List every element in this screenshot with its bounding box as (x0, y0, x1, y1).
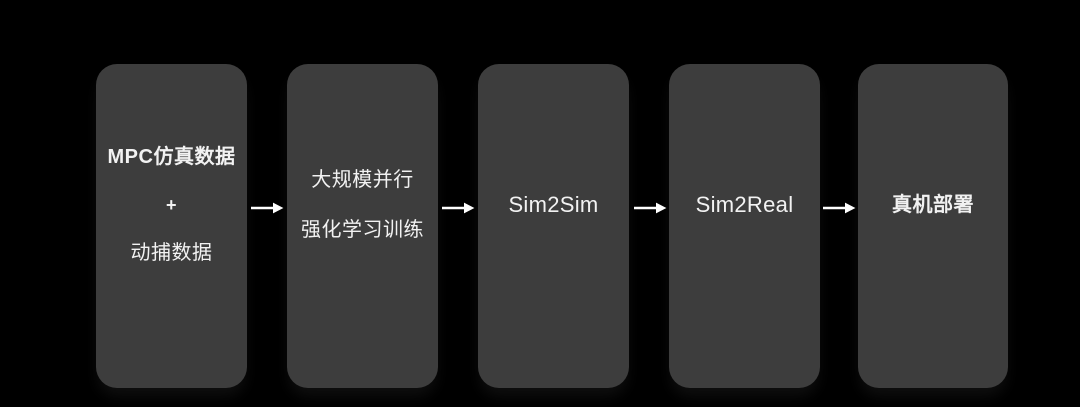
stage-label: 大规模并行 (311, 169, 414, 191)
stage-label: 强化学习训练 (301, 219, 424, 241)
stage-label: MPC仿真数据 (107, 146, 236, 168)
stage-label-group: Sim2Real (669, 191, 820, 219)
stage-sim2real: Sim2Real (669, 64, 820, 388)
stage-sim2sim: Sim2Sim (478, 64, 629, 388)
stage-label-group: 真机部署 (858, 191, 1008, 219)
stage-label: 真机部署 (892, 194, 974, 216)
stage-label: Sim2Sim (508, 192, 599, 217)
arrow-right-icon (823, 202, 856, 214)
arrow-right-icon (251, 202, 284, 214)
stage-label: Sim2Real (695, 192, 794, 217)
plus-symbol: + (165, 195, 177, 215)
stage-label: 动捕数据 (130, 242, 213, 264)
stage-training-data: MPC仿真数据 + 动捕数据 (96, 64, 247, 388)
stage-label-group: Sim2Sim (478, 191, 629, 219)
stage-rl-training: 大规模并行 强化学习训练 (287, 64, 438, 388)
arrow-right-icon (442, 202, 475, 214)
stage-deployment: 真机部署 (858, 64, 1008, 388)
stage-label-group: MPC仿真数据 + 动捕数据 (96, 143, 247, 267)
arrow-right-icon (634, 202, 667, 214)
stage-label-group: 大规模并行 强化学习训练 (287, 166, 438, 244)
